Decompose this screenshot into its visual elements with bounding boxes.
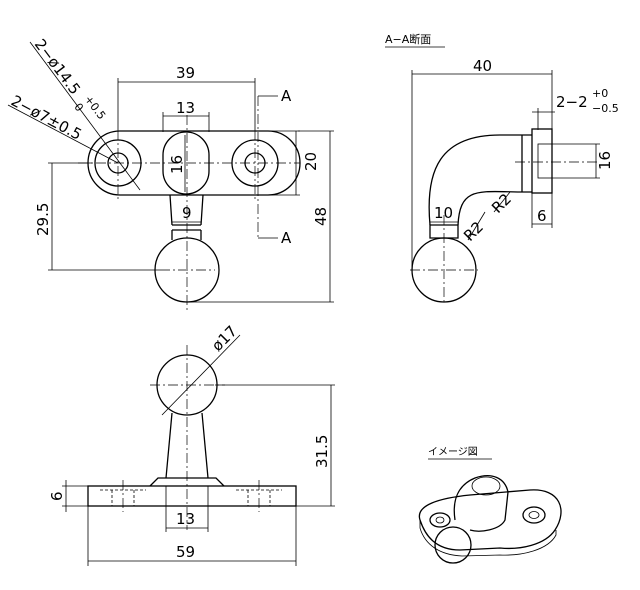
section-flange — [531, 128, 553, 194]
dim-dia17-leader — [161, 334, 241, 416]
top-view: A A 39 13 16 20 9 29.5 48 — [7, 36, 334, 310]
section-title: A−A断面 — [385, 32, 431, 46]
section-arm — [428, 134, 532, 226]
top-stem-neck — [171, 230, 202, 240]
iso-plate — [418, 489, 562, 551]
top-base-plate — [87, 130, 301, 196]
dim-9-label: 9 — [182, 204, 192, 222]
section-mark-bottom: A — [281, 229, 292, 247]
iso-hole-left — [429, 512, 451, 528]
iso-title: イメージ図 — [428, 446, 478, 458]
front-stem — [165, 412, 209, 479]
radius-1-leader — [467, 211, 486, 241]
front-base-boss — [149, 477, 225, 487]
dim-f13-label: 13 — [176, 510, 195, 528]
dim-40-label: 40 — [473, 57, 492, 75]
iso-hole-left-inner — [435, 516, 445, 524]
top-stem-ring — [172, 224, 201, 231]
dim-dia17-callout: ø17 — [208, 322, 241, 355]
section-mark-top: A — [281, 87, 292, 105]
iso-plate-edge — [419, 520, 557, 557]
hole-large-tol-lower: 0 — [71, 101, 86, 114]
section-arm-end — [521, 134, 532, 192]
iso-view: イメージ図 — [418, 446, 562, 564]
hole-small-label: 2−ø7±0.5 — [8, 92, 85, 144]
dim-10-label: 10 — [434, 204, 453, 222]
dim-s16-label: 16 — [596, 151, 614, 170]
radius-2-callout: R2 — [488, 190, 515, 217]
dim-59-label: 59 — [176, 543, 195, 561]
radius-2-leader — [493, 191, 511, 213]
iso-ball — [434, 526, 472, 564]
dim-dia17-label: ø17 — [208, 322, 241, 355]
section-neck — [429, 224, 459, 239]
dim-f6-label: 6 — [48, 491, 66, 501]
iso-arm-top — [471, 476, 501, 496]
top-stem — [169, 194, 204, 226]
iso-hole-right — [522, 506, 546, 524]
dim-39-label: 39 — [176, 64, 195, 82]
hole-large-tol-upper: +0.5 — [82, 93, 108, 122]
front-base-plate — [87, 485, 297, 507]
dim-20-label: 20 — [302, 152, 320, 171]
section-flange-groove — [537, 143, 553, 179]
iso-arm — [453, 475, 509, 532]
dim-groove-label: 2−2 — [556, 93, 588, 111]
hole-small-callout: 2−ø7±0.5 — [8, 92, 85, 144]
dim-groove-tol-upper: +0 — [592, 87, 608, 100]
dim-13-label: 13 — [176, 99, 195, 117]
radius-2-label: R2 — [488, 190, 515, 217]
dim-29-5-label: 29.5 — [34, 203, 52, 236]
leader-small-hole — [7, 104, 119, 164]
dim-48-label: 48 — [312, 207, 330, 226]
dim-16-label: 16 — [168, 155, 186, 174]
front-view: ø17 31.5 6 13 59 — [48, 322, 335, 566]
dim-s6-label: 6 — [537, 207, 547, 225]
center-slot — [162, 131, 210, 195]
dim-31-5-label: 31.5 — [313, 435, 331, 468]
leader-large-hole — [29, 41, 141, 191]
section-view: A−A断面 40 2−2 +0 −0.5 16 10 — [385, 32, 619, 305]
iso-hole-right-inner — [528, 511, 540, 519]
hole-large-label: 2−ø14.5 — [31, 36, 84, 98]
dim-groove-tol-lower: −0.5 — [592, 102, 619, 115]
